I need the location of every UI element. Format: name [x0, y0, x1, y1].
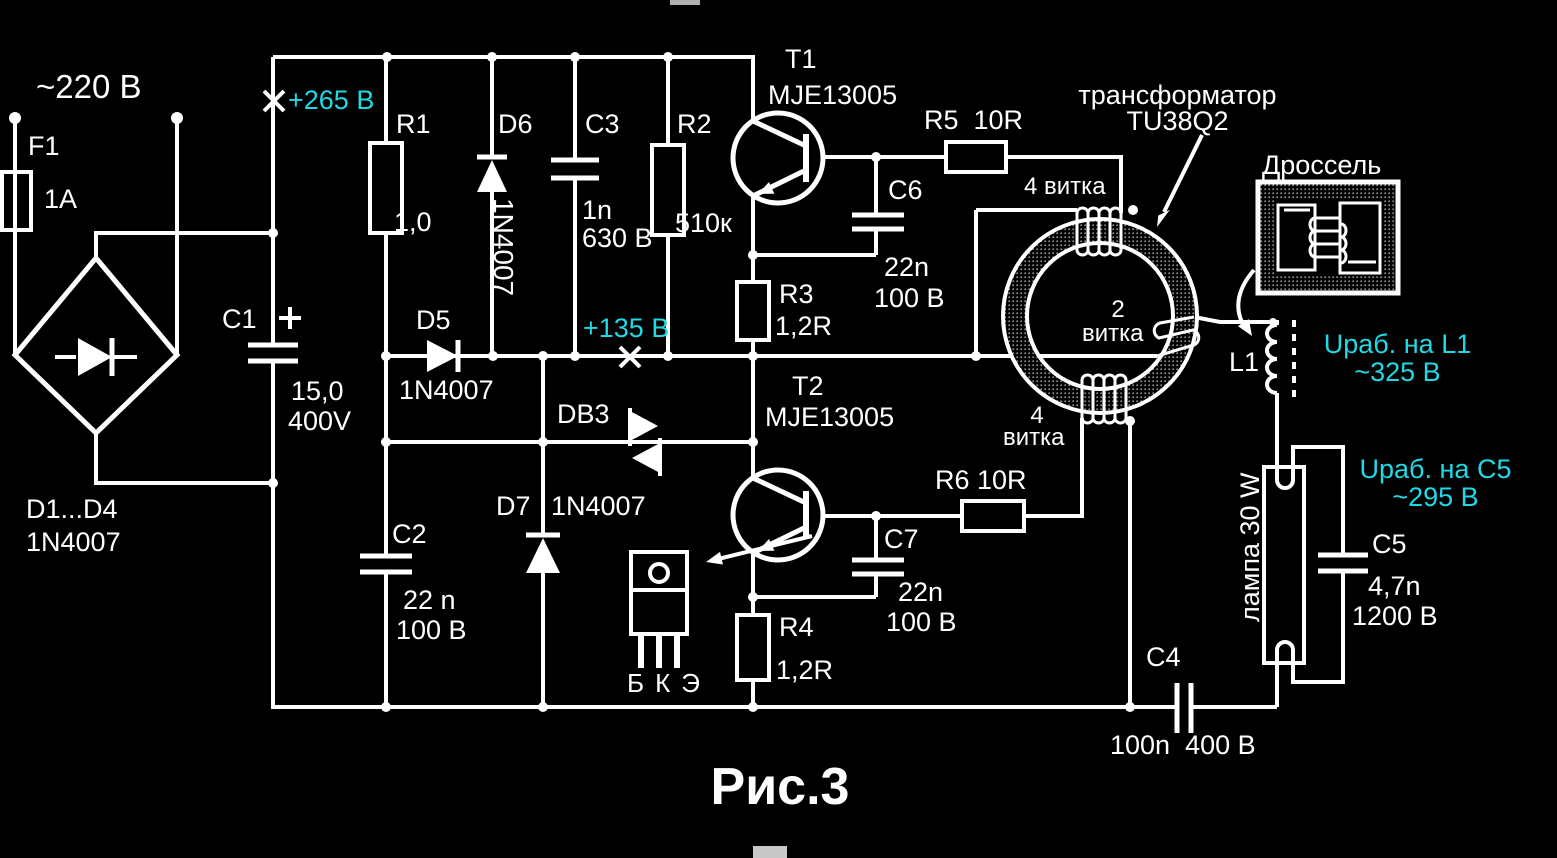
lamp-symbol [1262, 465, 1306, 665]
phase-dot-bottom [1125, 416, 1135, 426]
package-pointer-arrow [706, 534, 813, 565]
phase-dot-top [1128, 205, 1138, 215]
winding-mid-word: витка [1082, 320, 1144, 347]
c2-name: C2 [392, 519, 427, 549]
figure-caption: Рис.3 [710, 758, 850, 816]
fuse-rating: 1A [44, 184, 78, 214]
diac-db3 [628, 408, 662, 476]
l1-voltage-note-2: ~325 В [1354, 357, 1441, 387]
bridge-name: D1...D4 [26, 494, 118, 524]
r3-name: R3 [779, 279, 814, 309]
pin-base: Б [627, 668, 645, 698]
c5-value: 4,7n [1368, 571, 1421, 601]
winding-bottom-word: витка [1003, 424, 1065, 451]
c7-voltage: 100 В [886, 607, 957, 637]
pin-collector: К [655, 668, 671, 698]
pin-emitter: Э [681, 668, 700, 698]
c1-name: C1 [222, 304, 257, 334]
transformer-part: TU38Q2 [1126, 106, 1229, 136]
c5-voltage: 1200 В [1352, 601, 1438, 631]
d7-part: 1N4007 [551, 491, 646, 521]
c2-value: 22 n [403, 585, 456, 615]
diode-d6 [477, 154, 507, 192]
c5-voltage-note-2: ~295 В [1392, 482, 1479, 512]
c3-voltage: 630 В [582, 223, 653, 253]
choke-label: Дроссель [1262, 150, 1382, 180]
fuse-icon [0, 170, 33, 232]
r3-value: 1,2R [775, 311, 833, 341]
testpoint-135v: +135 В [583, 313, 670, 343]
c6-voltage: 100 В [874, 283, 945, 313]
c4-value: 100n 400 В [1110, 730, 1256, 760]
r1-name: R1 [396, 109, 431, 139]
winding-top-label: 4 витка [1024, 173, 1106, 200]
resistor-bodies [368, 140, 1026, 682]
t2-part: MJE13005 [765, 402, 895, 432]
transformer-title: трансформатор [1078, 80, 1277, 110]
r2-name: R2 [677, 109, 712, 139]
d5-name: D5 [416, 305, 451, 335]
transformer-toroid [1001, 206, 1201, 425]
c7-value: 22n [898, 577, 944, 607]
l1-voltage-note-1: Uраб. на L1 [1323, 329, 1472, 359]
c7-name: C7 [884, 524, 919, 554]
bridge-rectifier-symbol [11, 254, 181, 437]
c2-voltage: 100 В [396, 615, 467, 645]
choke-icon [1255, 179, 1401, 296]
to220-package-icon [629, 550, 689, 668]
c3-name: C3 [585, 109, 620, 139]
winding-bottom-turns: 4 [1030, 402, 1044, 429]
r6-label: R6 10R [935, 465, 1027, 495]
t2-name: T2 [792, 371, 824, 401]
choke-pointer-arrow [1236, 268, 1256, 336]
junction-dots [9, 52, 1277, 712]
mains-voltage-label: ~220 В [36, 68, 142, 105]
t1-part: MJE13005 [768, 80, 898, 110]
c6-name: C6 [888, 175, 923, 205]
d6-part: 1N4007 [488, 198, 519, 297]
r4-value: 1,2R [776, 655, 834, 685]
winding-mid-turns: 2 [1111, 296, 1125, 323]
bottom-edge-mark [753, 846, 787, 858]
r4-name: R4 [779, 612, 814, 642]
pinout-labels: Б К Э [627, 668, 700, 699]
d5-part: 1N4007 [399, 375, 494, 405]
transformer-pointer-arrow [1157, 134, 1204, 227]
c1-value: 15,0 [291, 376, 344, 406]
r2-value: 510к [675, 208, 732, 238]
d7-name: D7 [496, 491, 531, 521]
c4-name: C4 [1146, 642, 1181, 672]
l1-name: L1 [1229, 347, 1260, 377]
c5-voltage-note-1: Uраб. на С5 [1359, 454, 1512, 484]
diode-d7 [526, 532, 560, 573]
diode-d5 [427, 340, 461, 372]
c5-name: C5 [1372, 529, 1407, 559]
t1-name: T1 [785, 44, 817, 74]
c3-value: 1n [582, 195, 613, 225]
fuse-name: F1 [28, 131, 60, 161]
c6-value: 22n [884, 252, 930, 282]
testpoint-265v: +265 В [288, 85, 375, 115]
d6-name: D6 [498, 109, 533, 139]
db3-name: DB3 [557, 399, 610, 429]
r5-label: R5 10R [924, 105, 1024, 135]
bridge-part: 1N4007 [26, 527, 121, 557]
transistor-t1 [730, 110, 826, 206]
c1-plus-icon [279, 307, 301, 329]
lamp-label: лампа 30 W [1235, 472, 1265, 623]
inductor-l1 [1265, 320, 1296, 398]
top-edge-mark [670, 0, 700, 5]
transistor-t2 [730, 467, 826, 563]
r1-value: 1,0 [394, 207, 432, 237]
capacitor-plates [248, 157, 1368, 733]
c1-voltage: 400V [288, 406, 352, 436]
test-point-markers [262, 89, 642, 369]
